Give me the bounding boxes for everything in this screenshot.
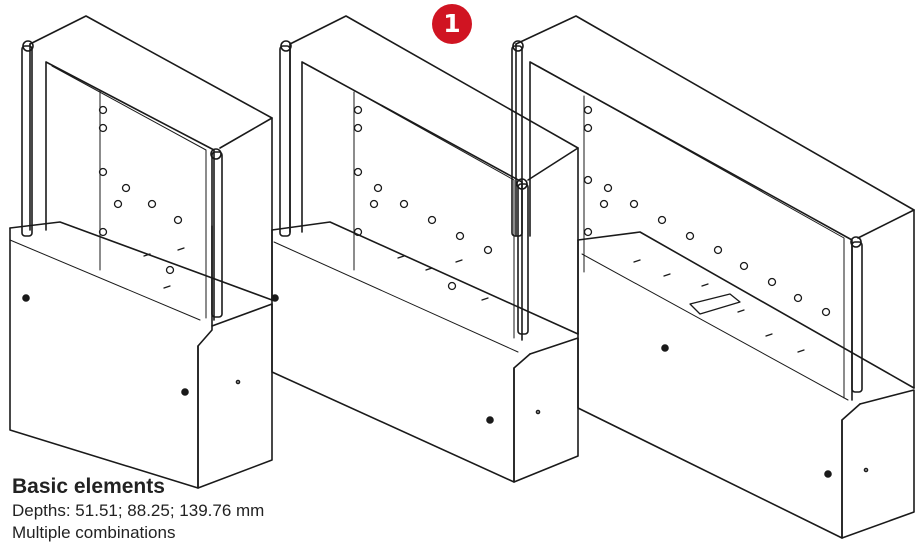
enclosure-small: [9, 15, 273, 489]
caption-title: Basic elements: [12, 475, 165, 498]
caption-depths: Depths: 51.51; 88.25; 139.76 mm: [12, 501, 265, 520]
caption-multiple: Multiple combinations: [12, 523, 176, 542]
step-number-badge: 1: [432, 4, 472, 44]
enclosure-large: [511, 15, 915, 539]
caption: Basic elements Depths: 51.51; 88.25; 139…: [12, 474, 264, 544]
enclosure-medium: [271, 15, 579, 483]
